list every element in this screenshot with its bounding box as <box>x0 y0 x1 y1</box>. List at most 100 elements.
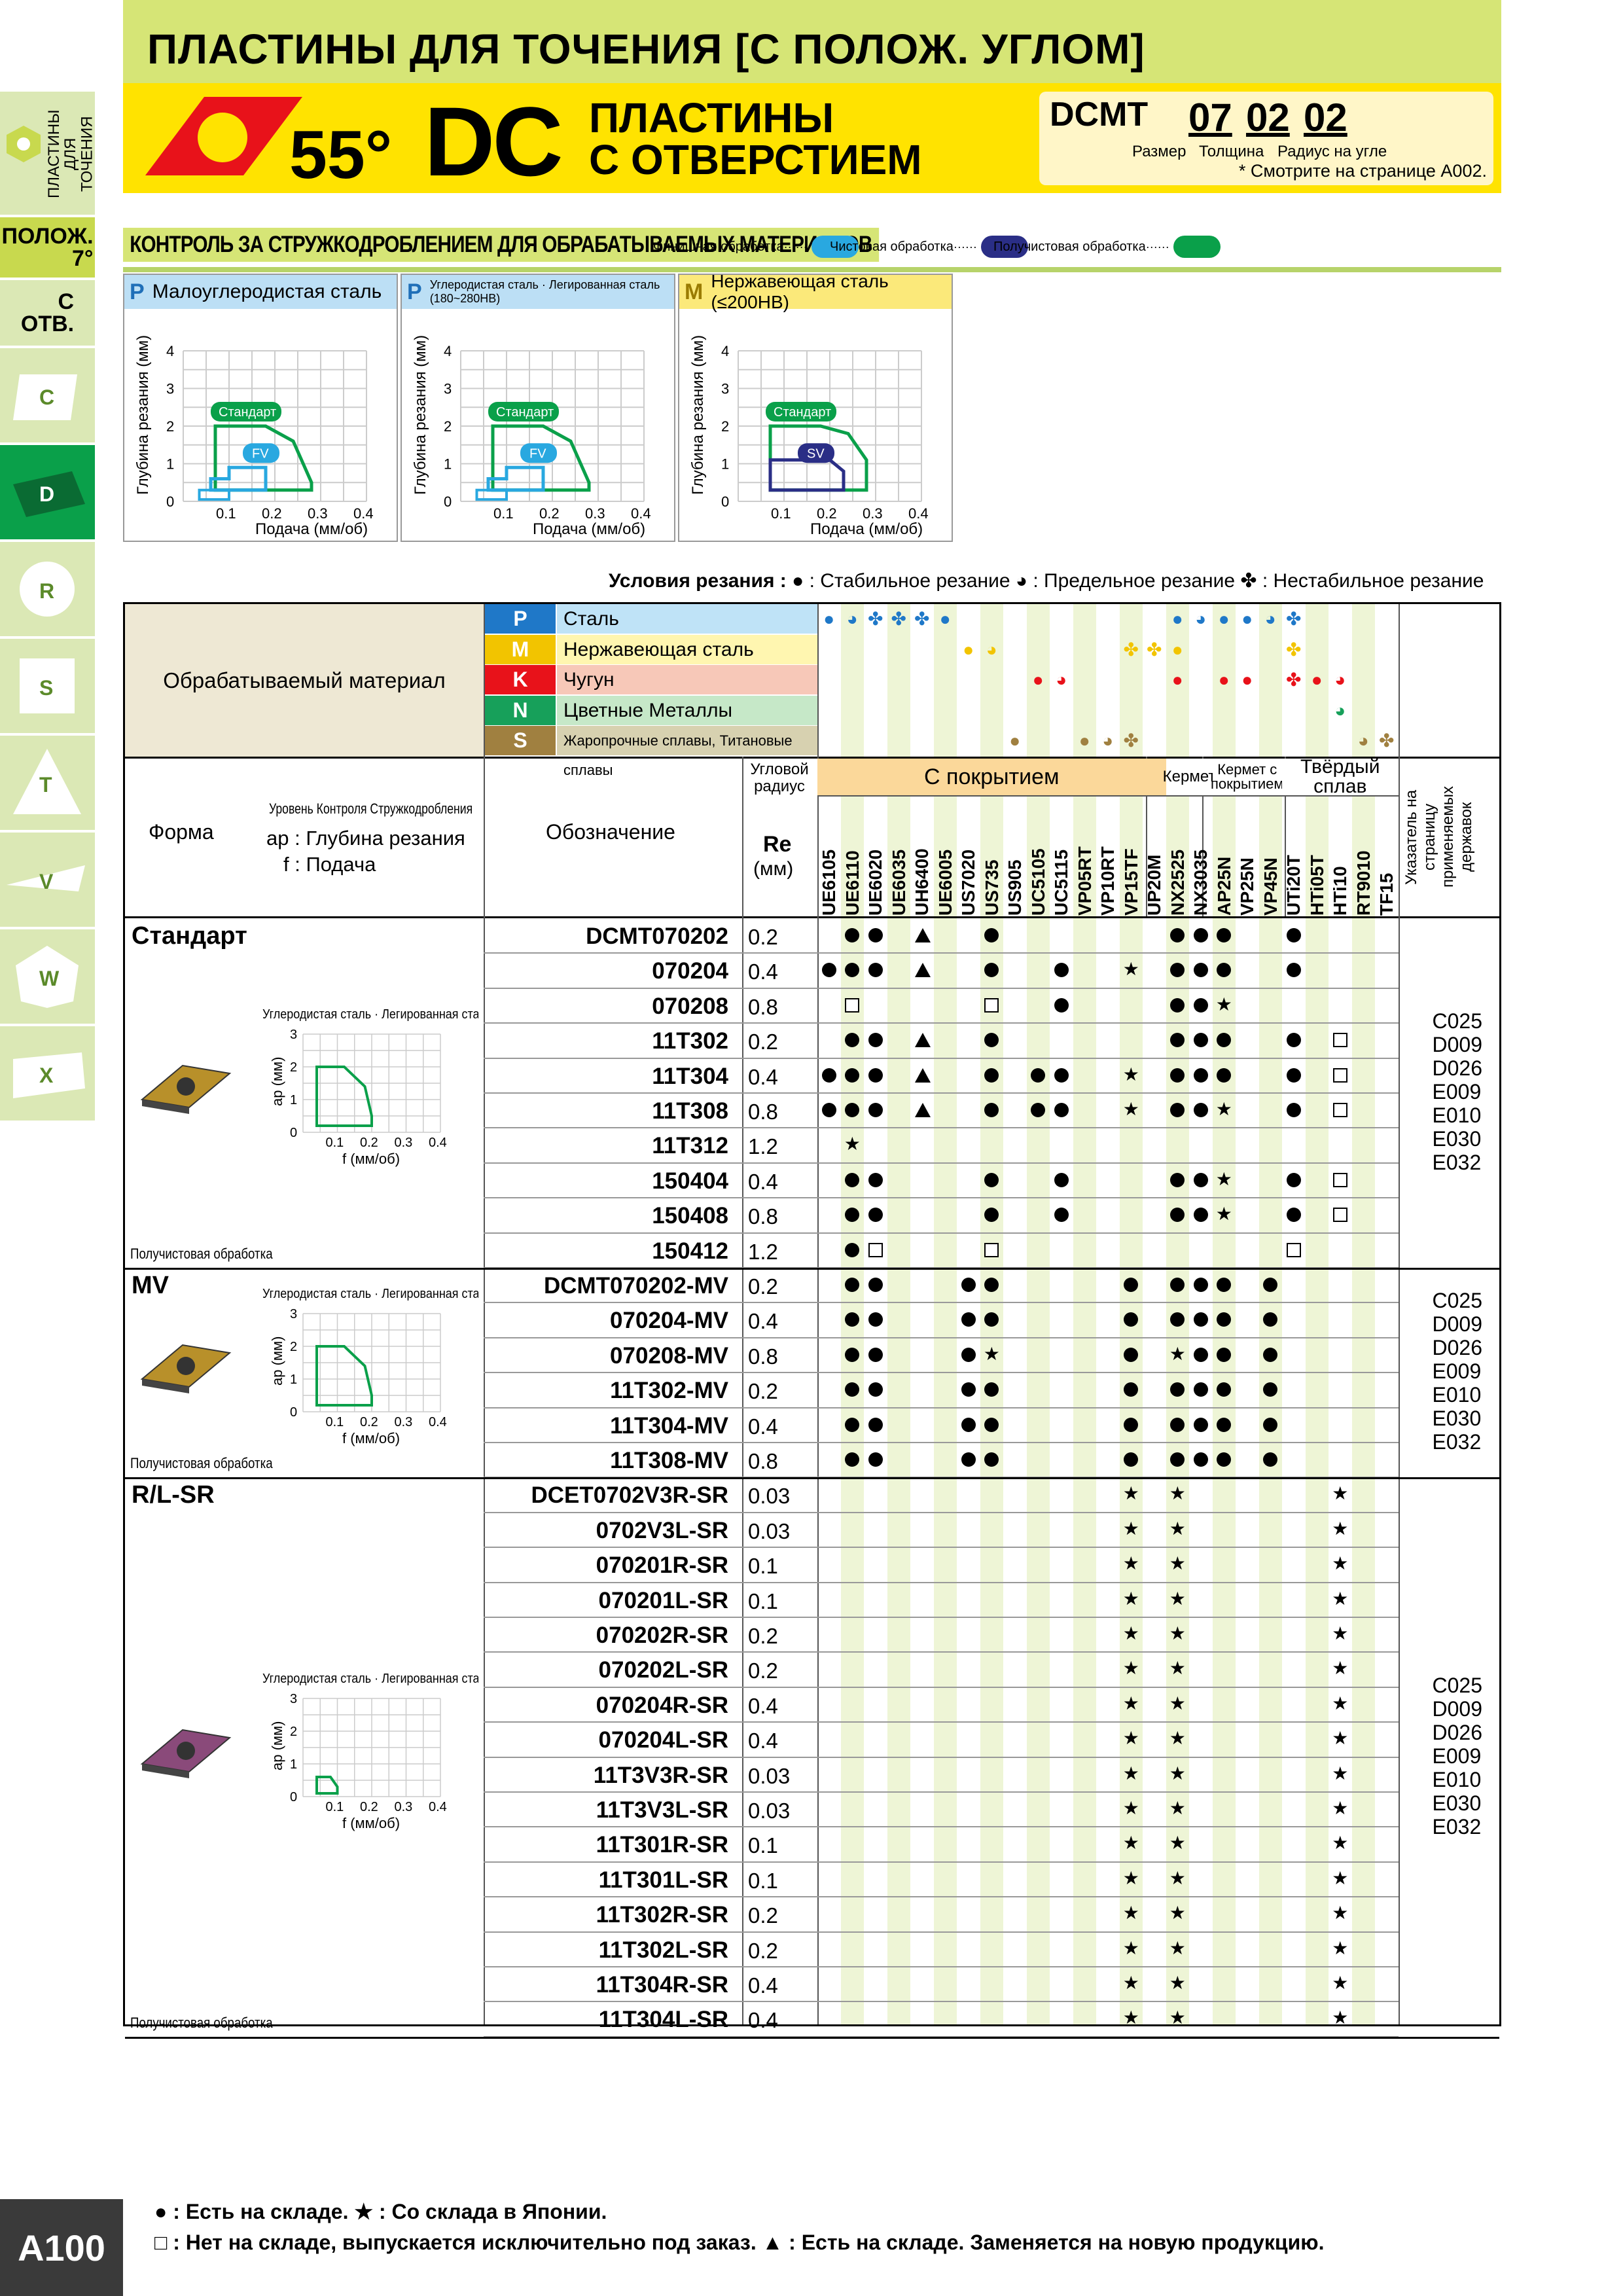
availability-mark <box>1193 1417 1208 1432</box>
designation: 070208-MV <box>610 1342 728 1369</box>
conditions-stable: : Стабильное резание <box>809 570 1010 592</box>
availability-mark <box>961 1452 976 1467</box>
footer-replacement: : Есть на складе. Заменяется на новую пр… <box>789 2231 1325 2254</box>
footer-japan-stock: : Со склада в Японии. <box>378 2200 607 2223</box>
shape-letter: C <box>39 386 54 409</box>
availability-mark: ★ <box>1122 1099 1139 1119</box>
tab-hole-c: С <box>58 289 75 314</box>
designation: 0702V3L-SR <box>596 1517 728 1543</box>
corner-radius: 0.8 <box>748 1204 778 1229</box>
availability-mark <box>1263 1417 1278 1432</box>
mini-y-label: ap (мм) <box>269 1721 285 1770</box>
y-tick: 4 <box>166 343 174 359</box>
grade-group-header: Кермет с покрытием <box>1211 759 1284 797</box>
corner-radius: 0.1 <box>748 1588 778 1613</box>
row-divider <box>484 1232 1399 1234</box>
availability-mark: ★ <box>844 1134 861 1155</box>
mini-y-label: ap (мм) <box>269 1057 285 1107</box>
availability-mark <box>961 1347 976 1362</box>
material-title: Малоуглеродистая сталь <box>152 281 382 302</box>
mini-y-label: ap (мм) <box>269 1336 285 1386</box>
re-unit: (мм) <box>753 858 794 880</box>
availability-mark <box>868 1033 883 1048</box>
availability-mark: ★ <box>1332 1728 1349 1749</box>
inner-zone <box>486 465 545 492</box>
availability-mark <box>1217 1417 1232 1432</box>
tab-shape-c[interactable]: C <box>0 348 95 442</box>
conditions-label: Условия резания : <box>609 570 787 592</box>
availability-mark: ★ <box>1122 1867 1139 1888</box>
availability-mark <box>868 928 883 942</box>
grade-vp15tf: VP15TF <box>1120 848 1141 916</box>
holder-ref: E030 <box>1432 1407 1482 1431</box>
mini-x-tick: 0.3 <box>395 1136 413 1150</box>
tab-shape-v[interactable]: V <box>0 833 95 927</box>
availability-mark <box>1263 1382 1278 1397</box>
row-divider <box>484 1442 1399 1443</box>
mini-x-tick: 0.4 <box>429 1415 447 1429</box>
shape-s-icon: S <box>20 658 75 713</box>
material-code-k: K <box>485 665 556 695</box>
grade-stripe <box>933 604 957 2024</box>
availability-mark: ★ <box>1169 1973 1186 1993</box>
condition-mark: ● <box>1241 609 1253 629</box>
designation: 070201R-SR <box>596 1552 728 1579</box>
availability-mark <box>821 1067 836 1083</box>
corner-radius: 0.03 <box>748 1484 791 1509</box>
designation-label: Обозначение <box>546 820 675 844</box>
corner-radius: 0.2 <box>748 1659 778 1683</box>
corner-radius: 0.4 <box>748 1693 778 1718</box>
grade-vp05rt: VP05RT <box>1074 846 1095 916</box>
availability-mark: ★ <box>1332 1483 1349 1504</box>
x-axis-label: Подача (мм/об) <box>533 520 645 538</box>
code-thickness: 02 <box>1246 96 1290 139</box>
triangle-icon: ▲ <box>762 2231 789 2254</box>
holder-ref: E009 <box>1432 1744 1482 1768</box>
tab-shape-x[interactable]: X <box>0 1026 95 1121</box>
mini-chart-title: Углеродистая сталь · Легированная сталь <box>262 1008 478 1022</box>
availability-mark <box>1170 1417 1185 1432</box>
y-tick: 0 <box>444 493 452 510</box>
tab-shape-d[interactable]: D <box>0 445 95 539</box>
holder-ref: E009 <box>1432 1080 1482 1103</box>
availability-mark <box>1124 1278 1139 1292</box>
tab-turning-inserts[interactable]: ПЛАСТИНЫ ДЛЯ ТОЧЕНИЯ <box>0 92 96 215</box>
condition-mark: ✤ <box>914 609 930 629</box>
radius-label: Угловой радиус <box>750 761 809 796</box>
x-tick: 0.2 <box>262 505 282 522</box>
shape-t-icon: T <box>13 749 81 814</box>
holder-ref: E032 <box>1432 1814 1482 1839</box>
x-tick: 0.3 <box>585 505 605 522</box>
tab-shape-t[interactable]: T <box>0 736 95 830</box>
availability-mark: ★ <box>1122 1553 1139 1574</box>
designation: 070204 <box>652 958 728 984</box>
availability-mark <box>845 1382 860 1397</box>
designation: 11T312 <box>652 1133 728 1159</box>
tab-shape-w[interactable]: W <box>0 929 95 1024</box>
availability-mark <box>1217 1033 1232 1048</box>
grade-group-header: Твёрдый сплав <box>1282 757 1399 797</box>
availability-mark <box>984 1208 999 1223</box>
tab-shape-r[interactable]: R <box>0 542 95 636</box>
x-tick: 0.3 <box>308 505 328 522</box>
condition-mark: ● <box>1079 730 1090 751</box>
y-tick: 2 <box>166 418 174 435</box>
tab-shape-s[interactable]: S <box>0 639 95 733</box>
availability-mark <box>914 1033 931 1048</box>
availability-mark <box>821 1103 836 1117</box>
availability-mark <box>1193 963 1208 978</box>
inner-label: FV <box>529 446 546 461</box>
availability-mark <box>1124 1312 1139 1327</box>
tab-positive[interactable]: ПОЛОЖ.7° <box>0 217 95 278</box>
section-name: R/L-SR <box>132 1481 215 1509</box>
y-tick: 2 <box>721 418 729 435</box>
designation: 11T302L-SR <box>598 1937 728 1963</box>
availability-mark <box>914 928 931 942</box>
availability-mark <box>984 1103 999 1117</box>
condition-mark: ✤ <box>1286 670 1302 691</box>
availability-mark <box>845 1172 860 1187</box>
y-tick: 2 <box>444 418 452 435</box>
